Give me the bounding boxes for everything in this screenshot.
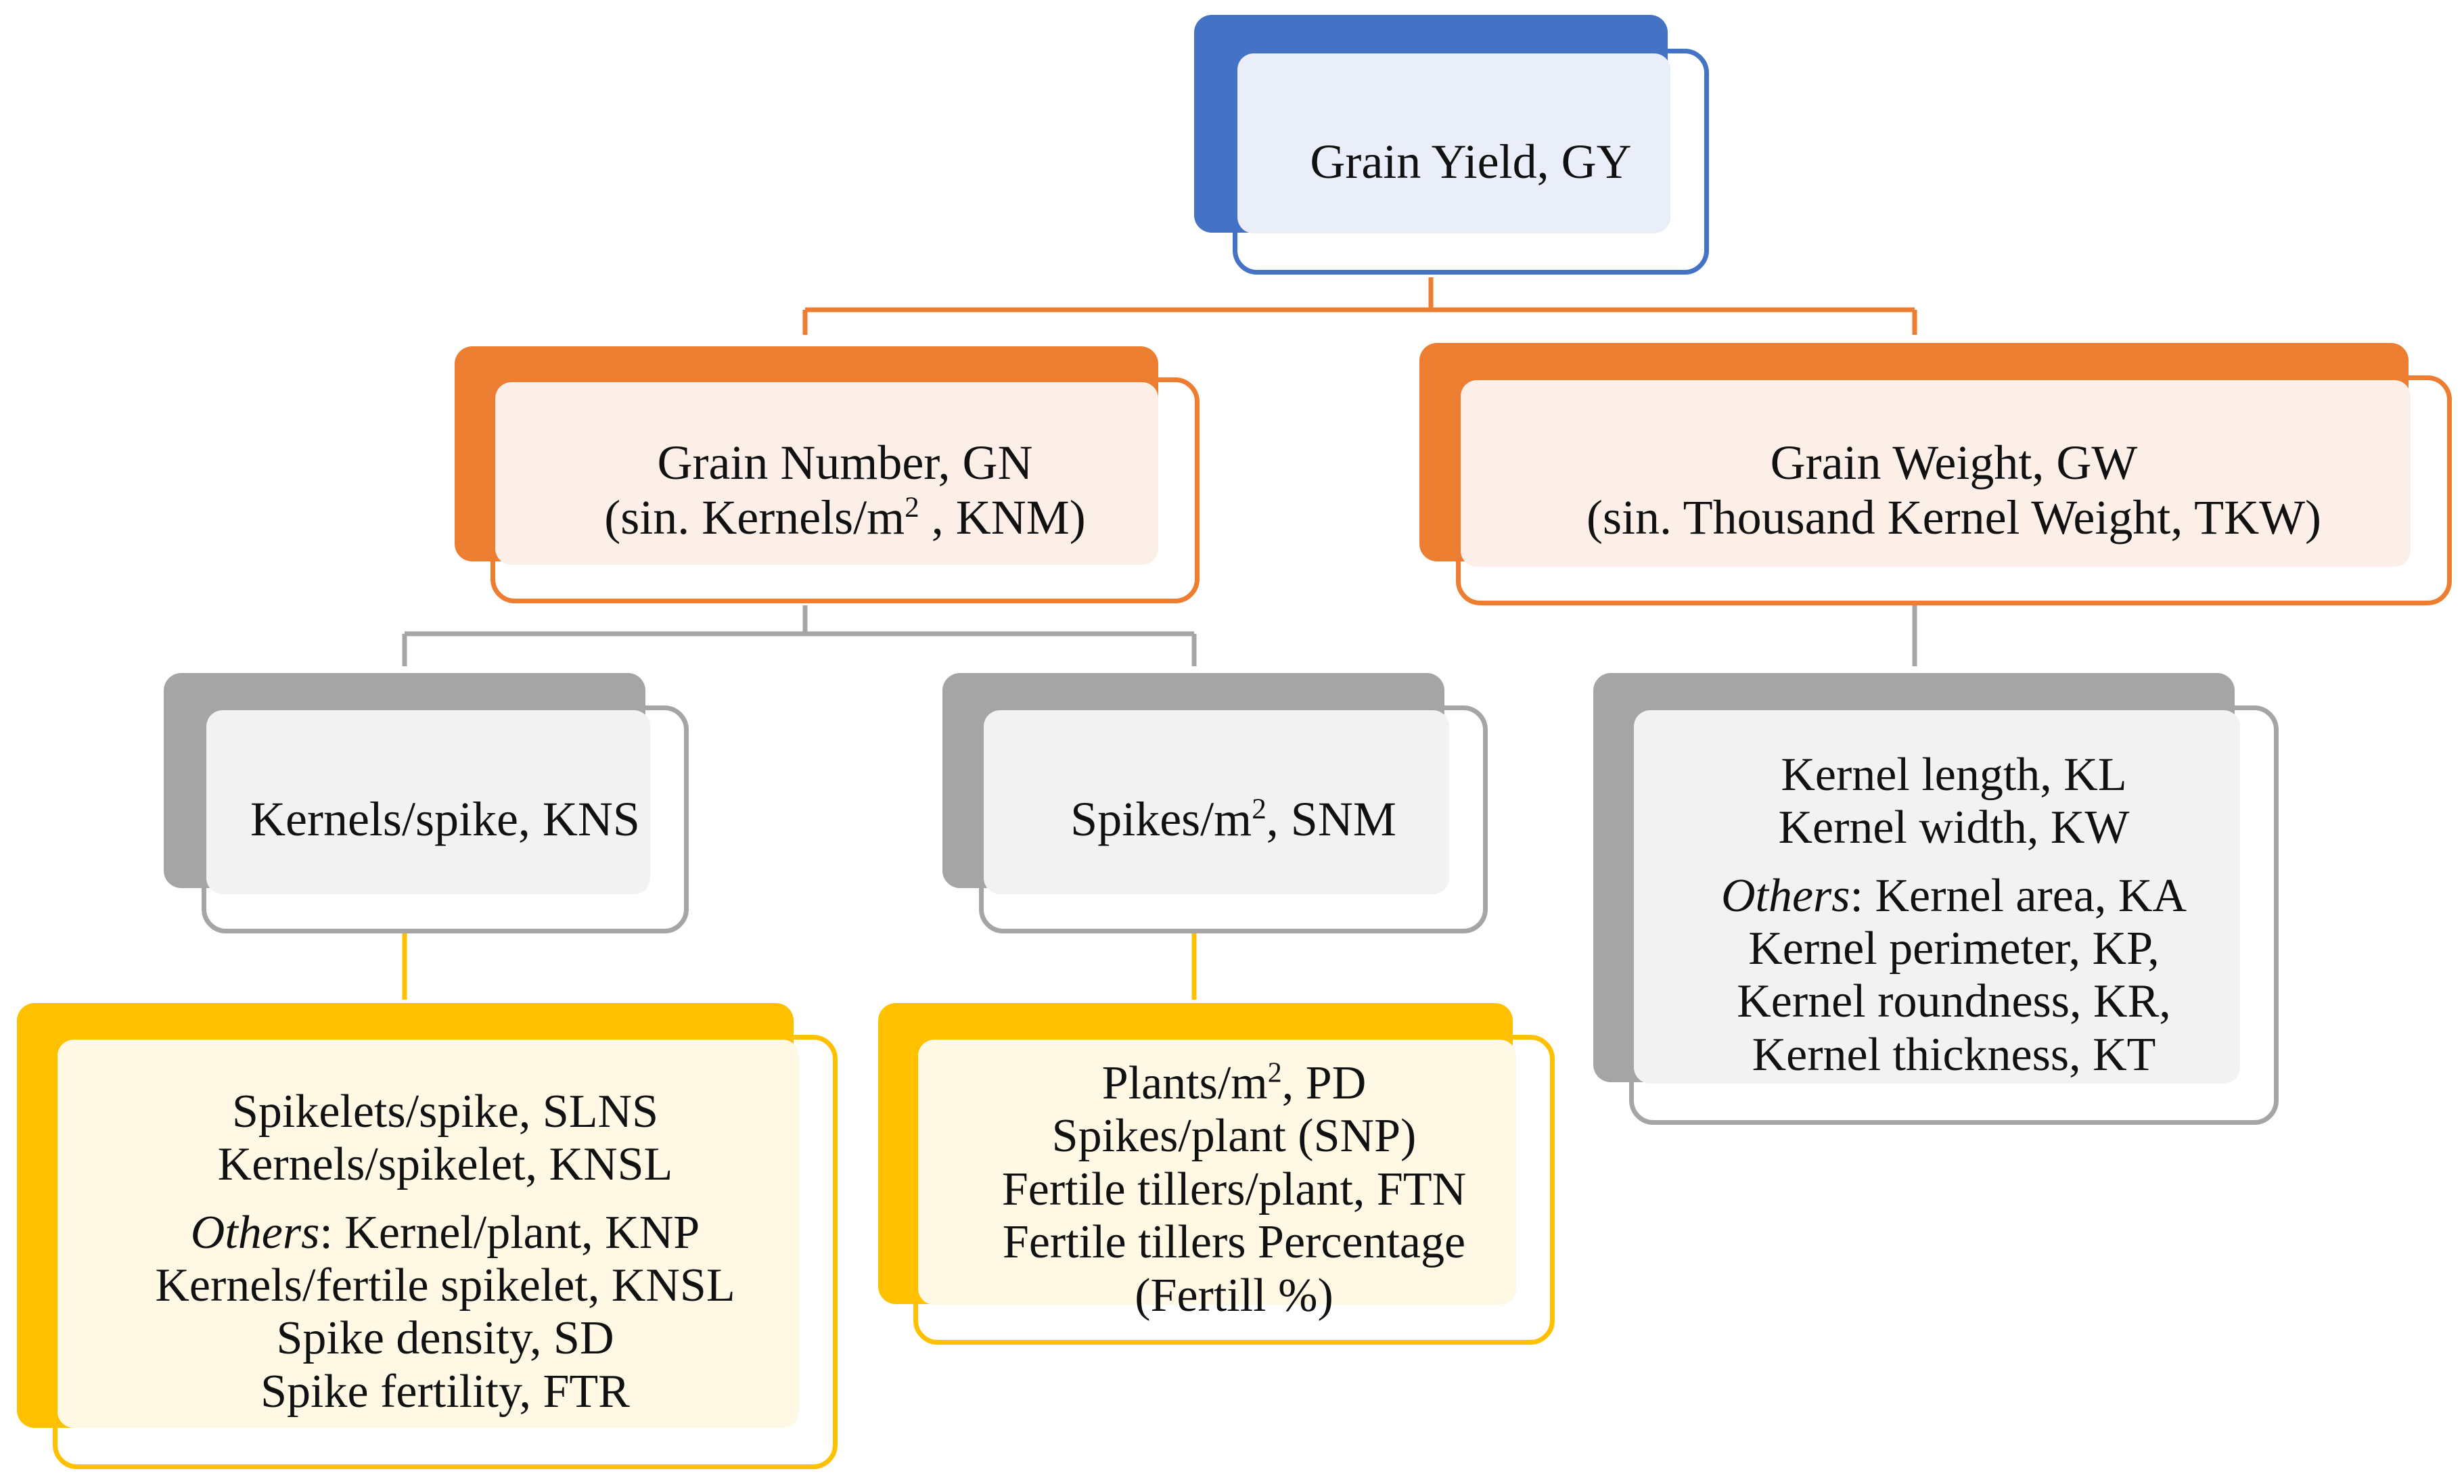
kernel-perimeter-line: Kernel perimeter, KP,	[1748, 923, 2160, 975]
kernel-dimensions-card: Kernel length, KL Kernel width, KW Other…	[1629, 705, 2279, 1125]
kernels-per-spike-card: Kernels/spike, KNS	[202, 705, 689, 933]
plants-per-m2-sup: 2	[1267, 1057, 1282, 1089]
spikes-per-m2-label: Spikes/m2, SNM	[1070, 792, 1396, 847]
grain-yield-card: Grain Yield, GY	[1233, 49, 1709, 275]
kernel-thickness-line: Kernel thickness, KT	[1752, 1028, 2156, 1081]
grain-weight-card: Grain Weight, GW (sin. Thousand Kernel W…	[1456, 375, 2452, 605]
grain-weight-text: Grain Weight, GW (sin. Thousand Kernel W…	[1587, 436, 2321, 544]
grain-weight-card-fill	[1461, 380, 2411, 567]
snm-components-text: Plants/m2, PD Spikes/plant (SNP) Fertile…	[1002, 1057, 1466, 1322]
spike-density-line: Spike density, SD	[276, 1312, 614, 1365]
spikes-per-m2-card: Spikes/m2, SNM	[979, 705, 1488, 933]
spikes-per-plant-line: Spikes/plant (SNP)	[1051, 1110, 1417, 1163]
kernel-dimensions-card-fill	[1634, 710, 2240, 1084]
grain-number-line1: Grain Number, GN	[657, 436, 1033, 490]
connector-gn-to-level3	[402, 605, 1197, 666]
kernel-per-plant-line: : Kernel/plant, KNP	[319, 1206, 700, 1259]
kernels-per-fertile-spikelet-line: Kernels/fertile spikelet, KNSL	[155, 1259, 735, 1312]
grain-yield-card-fill	[1237, 53, 1670, 233]
spikelets-per-spike-line: Spikelets/spike, SLNS	[231, 1085, 659, 1138]
spike-fertility-line: Spike fertility, FTR	[260, 1365, 630, 1418]
kns-others-first-line: Others: Kernel/plant, KNP	[155, 1207, 735, 1259]
snm-components-card: Plants/m2, PD Spikes/plant (SNP) Fertile…	[913, 1035, 1555, 1345]
kns-components-text: Spikelets/spike, SLNS Kernels/spikelet, …	[155, 1086, 735, 1418]
fertile-tillers-percentage-line: Fertile tillers Percentage	[1002, 1216, 1466, 1269]
plants-per-m2-prefix: Plants/m	[1101, 1057, 1268, 1110]
spikes-per-m2-suffix: , SNM	[1266, 792, 1396, 847]
grain-number-card: Grain Number, GN (sin. Kernels/m2 , KNM)	[490, 377, 1200, 603]
kernels-per-spike-card-fill	[206, 710, 650, 894]
spikes-per-m2-prefix: Spikes/m	[1070, 792, 1252, 847]
grain-number-line2-prefix: (sin. Kernels/m	[604, 490, 905, 544]
grain-weight-line2: (sin. Thousand Kernel Weight, TKW)	[1586, 490, 2321, 544]
plants-per-m2-suffix: , PD	[1281, 1057, 1367, 1110]
grain-number-text: Grain Number, GN (sin. Kernels/m2 , KNM)	[604, 436, 1086, 544]
kns-components-card-fill	[58, 1040, 799, 1428]
kernel-others-first-line: Others: Kernel area, KA	[1721, 870, 2187, 923]
kernels-per-spikelet-line: Kernels/spikelet, KNSL	[217, 1138, 673, 1191]
grain-number-line2: (sin. Kernels/m2 , KNM)	[604, 490, 1086, 545]
fertill-percent-line: (Fertill %)	[1135, 1269, 1333, 1322]
kernel-others-label: Others	[1720, 869, 1850, 922]
kernel-width-line: Kernel width, KW	[1778, 802, 2130, 854]
kernel-area-line: : Kernel area, KA	[1850, 869, 2187, 922]
grain-number-line2-sup: 2	[905, 492, 919, 524]
connector-gy-to-level2	[802, 277, 1917, 335]
kernel-roundness-line: Kernel roundness, KR,	[1737, 975, 2171, 1028]
kernel-dimensions-text: Kernel length, KL Kernel width, KW Other…	[1721, 749, 2187, 1082]
kns-others-label: Others	[190, 1206, 320, 1259]
kernel-length-line: Kernel length, KL	[1781, 748, 2127, 801]
grain-number-card-fill	[495, 382, 1158, 565]
plants-per-m2-line: Plants/m2, PD	[1002, 1057, 1466, 1110]
spikes-per-m2-sup: 2	[1252, 793, 1267, 826]
grain-yield-label: Grain Yield, GY	[1310, 134, 1632, 189]
grain-number-line2-suffix: , KNM)	[919, 490, 1086, 544]
snm-components-card-fill	[918, 1040, 1516, 1305]
kernels-per-spike-label: Kernels/spike, KNS	[250, 792, 640, 847]
fertile-tillers-per-plant-line: Fertile tillers/plant, FTN	[1001, 1163, 1467, 1215]
spikes-per-m2-card-fill	[984, 710, 1449, 894]
grain-weight-line1: Grain Weight, GW	[1770, 436, 2138, 490]
kns-components-card: Spikelets/spike, SLNS Kernels/spikelet, …	[53, 1035, 838, 1469]
